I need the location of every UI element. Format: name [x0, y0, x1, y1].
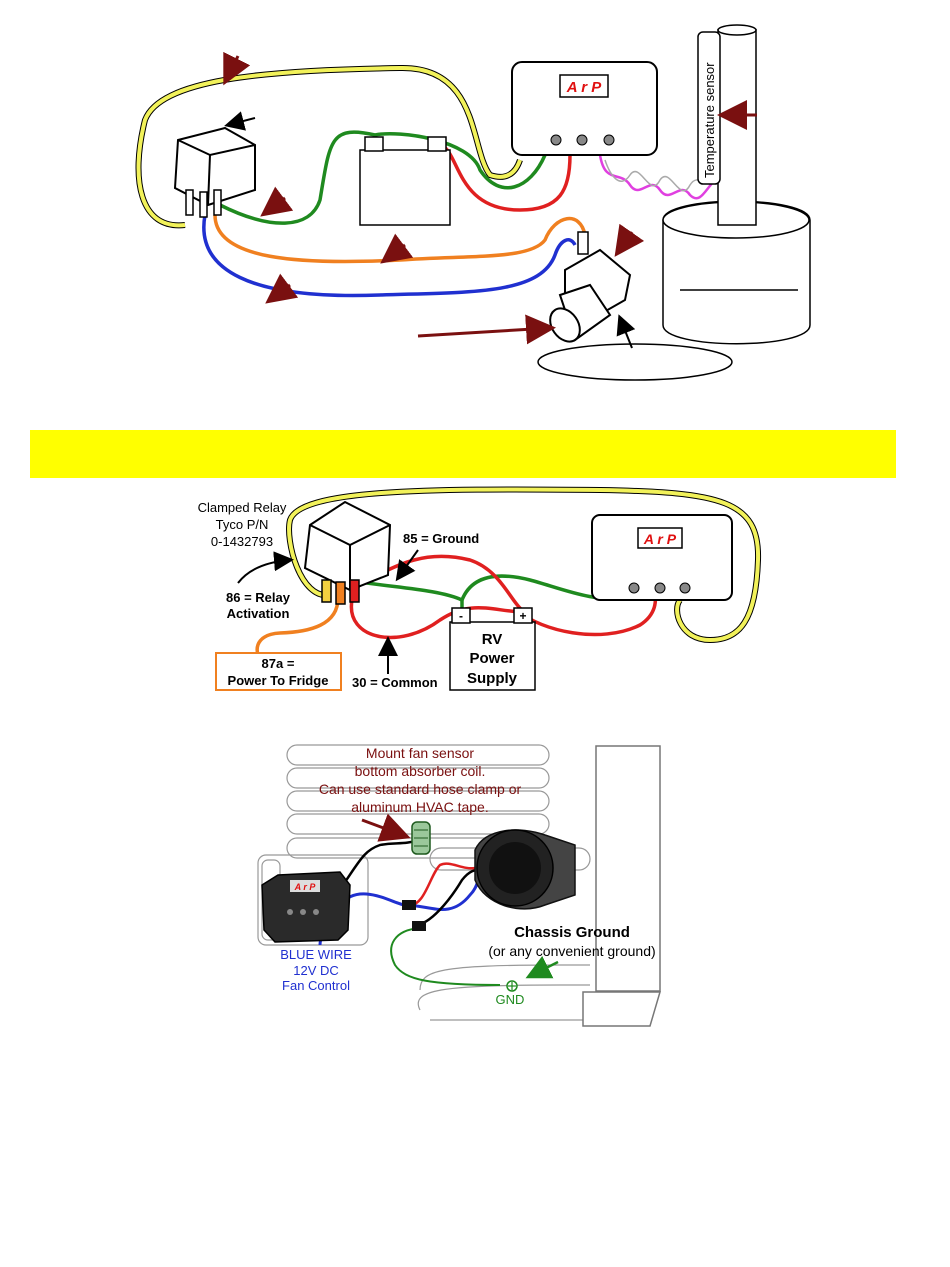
relay-label-1: Clamped Relay — [198, 500, 287, 515]
power-label-2: Power To Fridge — [228, 673, 329, 688]
display-text-mid: A r P — [643, 531, 677, 547]
sensor-pointer — [361, 813, 411, 842]
ground-pointer-bottom — [525, 955, 559, 979]
red-wire-bottom — [409, 862, 476, 907]
relay — [173, 126, 256, 218]
ground-label: 85 = Ground — [403, 531, 479, 546]
blue-wire-label-1: BLUE WIRE — [280, 947, 352, 962]
activation-label-1: 86 = Relay — [226, 590, 291, 605]
fridge-pipe — [662, 24, 811, 345]
activation-pointer — [237, 551, 294, 584]
blue-wire-label-3: Fan Control — [282, 978, 350, 993]
yellow-wire-mid — [287, 487, 761, 643]
fridge-panel — [595, 745, 661, 992]
sensor-note-1: Mount fan sensor — [366, 745, 475, 761]
supply-label-3: Supply — [467, 670, 518, 687]
relay-mid — [303, 500, 392, 605]
orange-wire-mid — [255, 597, 340, 656]
black-sensor-wire — [343, 838, 419, 883]
sensor-note-3: Can use standard hose clamp or — [319, 781, 522, 797]
supply-label-1: RV — [482, 631, 503, 648]
battery — [359, 136, 451, 226]
plus-label: + — [519, 609, 526, 623]
activation-label-2: Activation — [227, 606, 290, 621]
green-wire — [219, 130, 547, 225]
middle-diagram: Clamped Relay Tyco P/N 0-1432793 85 = Gr… — [198, 486, 762, 691]
top-diagram: A r P Temperature sensor — [135, 24, 811, 381]
fan-pointer — [616, 314, 636, 349]
green-wire-mid — [359, 574, 623, 603]
fan-sensor — [411, 821, 431, 855]
chassis-ground-label: Chassis Ground — [514, 924, 630, 941]
relay-label-3: 0-1432793 — [211, 534, 273, 549]
red-wire — [439, 143, 572, 212]
magenta-wire — [598, 154, 716, 200]
green-ground-wire — [390, 927, 501, 986]
orange-wire — [213, 214, 587, 264]
display-text: A r P — [566, 79, 602, 96]
minus-label: - — [459, 609, 463, 623]
temperature-sensor: Temperature sensor — [697, 31, 721, 185]
relay-label-2: Tyco P/N — [216, 517, 269, 532]
temperature-sensor-label: Temperature sensor — [702, 62, 717, 178]
display-text-bottom: A r P — [294, 882, 317, 892]
supply-label-2: Power — [469, 650, 514, 667]
sensor-note-2: bottom absorber coil. — [355, 763, 486, 779]
fan-motor — [537, 231, 733, 381]
blower-fan — [474, 829, 576, 910]
yellow-banner — [30, 430, 896, 478]
rv-power-supply: - + RV Power Supply — [449, 607, 536, 691]
relay-pointer — [224, 111, 256, 131]
power-to-fridge-box: 87a = Power To Fridge — [215, 652, 342, 691]
pointer-arrows — [223, 51, 757, 345]
controller-mid: A r P — [591, 514, 733, 601]
blue-wire-label-2: 12V DC — [293, 963, 339, 978]
bottom-diagram: A r P Mount fan sensor bottom absorber c… — [257, 744, 662, 1027]
ground-pointer — [395, 549, 419, 582]
blue-wire — [202, 214, 577, 298]
controller-top: A r P — [511, 61, 658, 156]
controller-bottom: A r P — [261, 871, 351, 943]
power-label-1: 87a = — [262, 656, 295, 671]
common-label: 30 = Common — [352, 675, 438, 690]
gnd-label: GND — [496, 992, 525, 1007]
chassis-ground-sub: (or any convenient ground) — [488, 943, 655, 959]
sensor-note-4: aluminum HVAC tape. — [351, 799, 488, 815]
